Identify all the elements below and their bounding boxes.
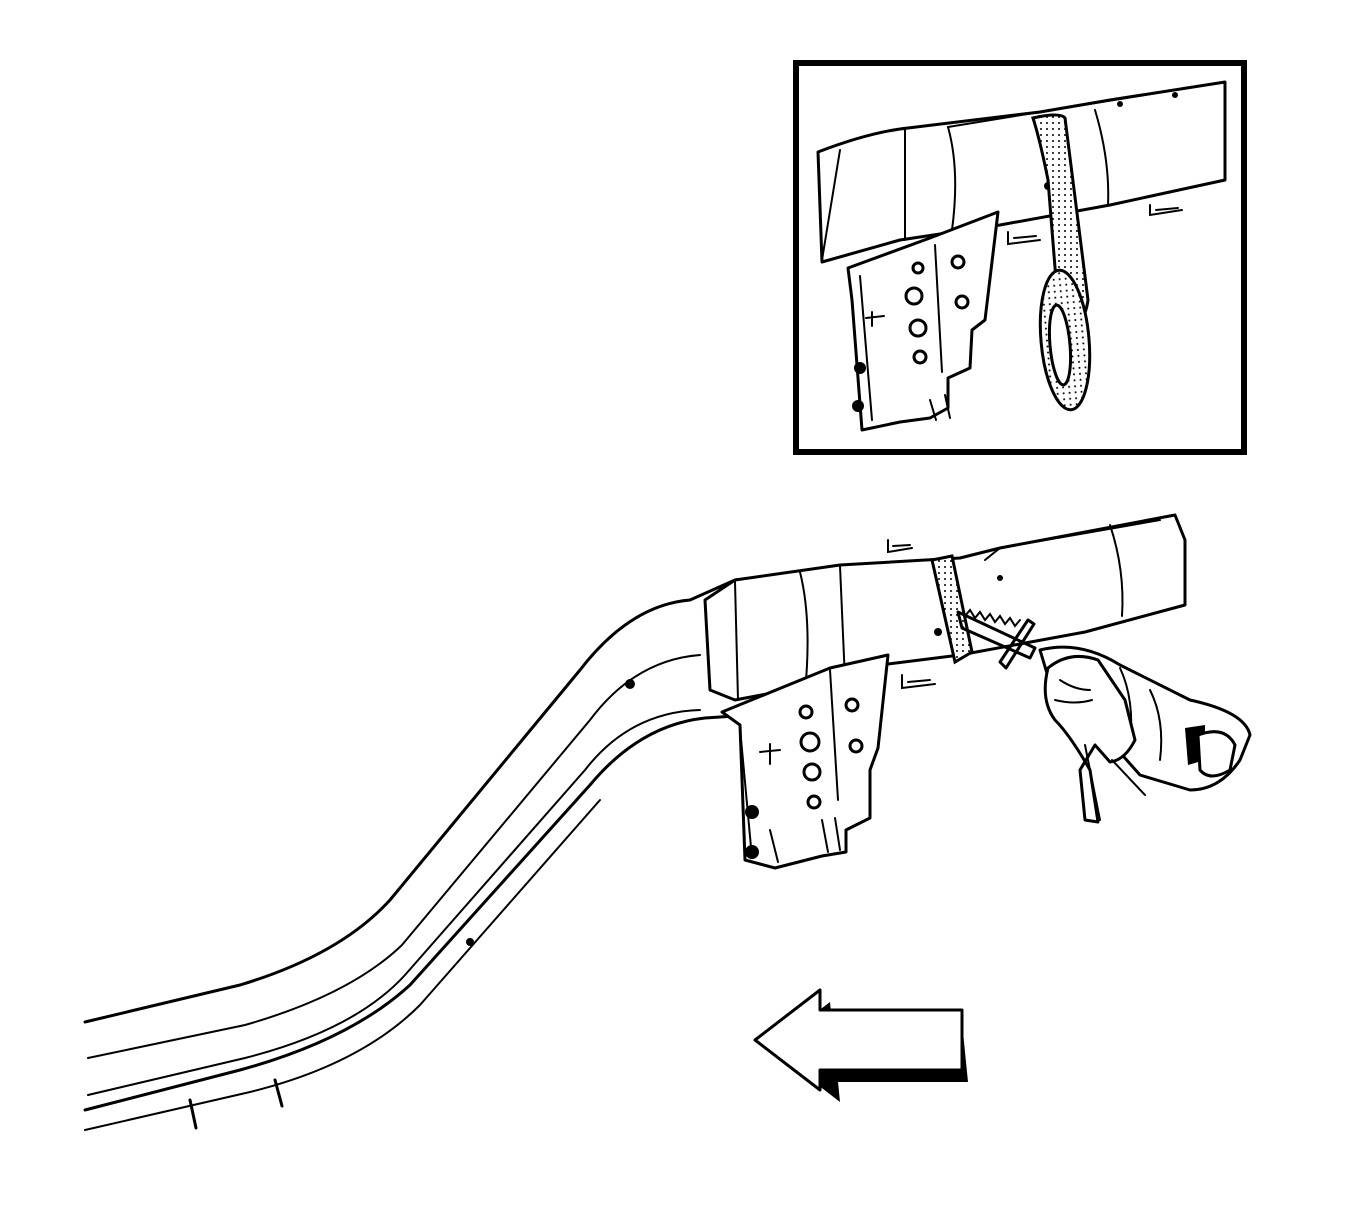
frame-rail <box>83 513 1187 1131</box>
masking-tape-band <box>930 554 974 665</box>
bracket-assembly <box>720 653 890 870</box>
inset-tape-roll-icon <box>1038 268 1092 412</box>
direction-arrow-icon <box>753 988 968 1102</box>
detail-inset <box>793 60 1247 455</box>
main-view <box>83 513 1252 1131</box>
inset-bracket-assembly <box>846 210 1000 432</box>
gloved-hand-icon <box>1043 654 1237 824</box>
